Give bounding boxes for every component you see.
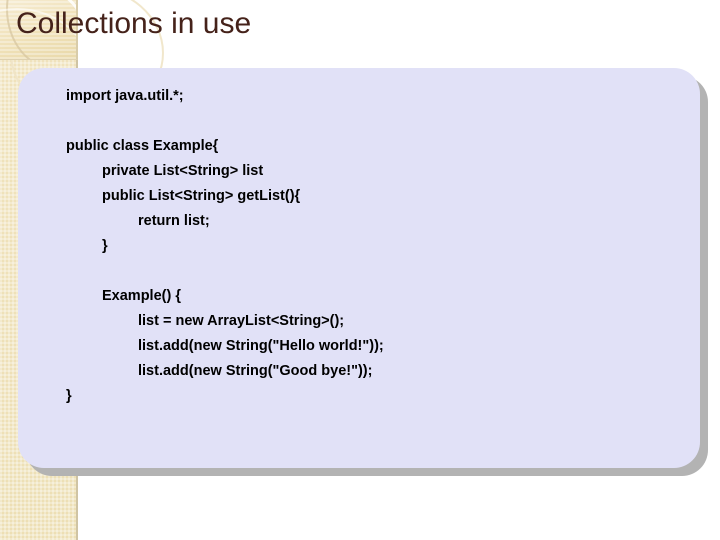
code-line: private List<String> list (102, 163, 264, 179)
code-block: import java.util.*; public class Example… (66, 84, 692, 409)
code-panel: import java.util.*; public class Example… (18, 68, 700, 468)
code-line: } (66, 388, 72, 404)
header-decoration-block (0, 0, 78, 60)
code-line: return list; (138, 213, 210, 229)
code-line-blank (66, 259, 692, 284)
code-line: public List<String> getList(){ (102, 188, 301, 204)
code-line: public class Example{ (66, 138, 219, 154)
code-line-blank (66, 109, 692, 134)
code-line: list.add(new String("Good bye!")); (138, 363, 373, 379)
code-line: Example() { (102, 288, 181, 304)
code-line: list.add(new String("Hello world!")); (138, 338, 384, 354)
code-line: } (102, 238, 108, 254)
code-line: list = new ArrayList<String>(); (138, 313, 345, 329)
code-line: import java.util.*; (66, 88, 184, 104)
page-title: Collections in use (16, 7, 252, 40)
